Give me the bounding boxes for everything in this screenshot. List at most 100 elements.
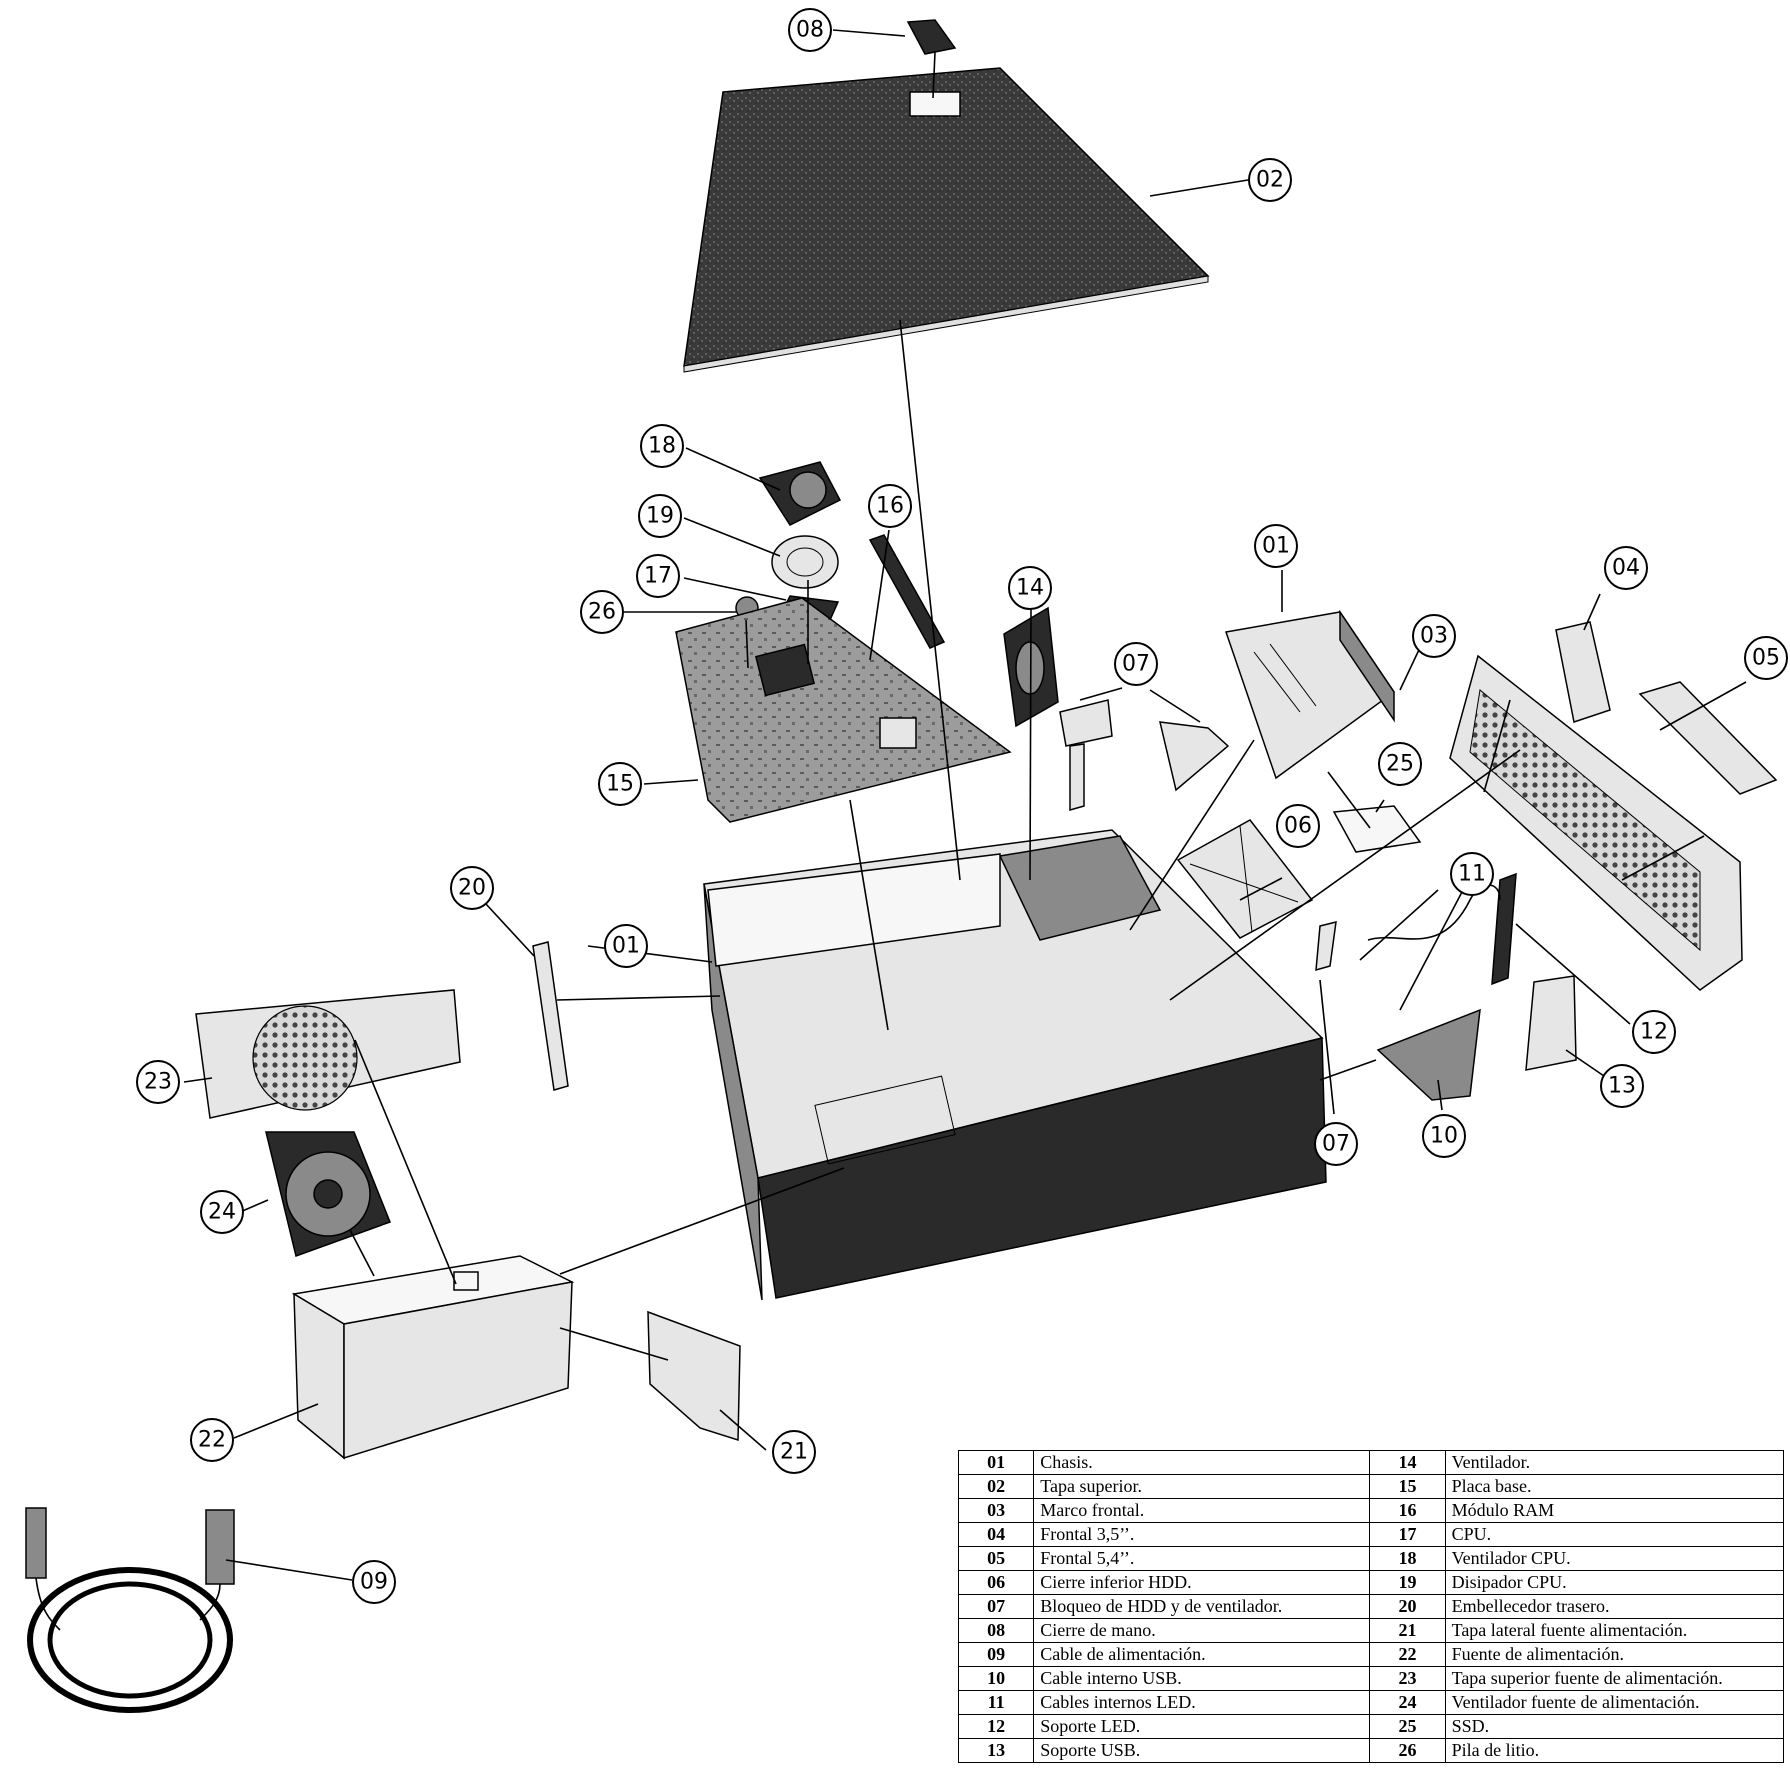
legend-part-number: 12	[957, 1714, 1035, 1739]
front-35-cover-part	[1555, 621, 1611, 723]
legend-part-number: 02	[957, 1474, 1035, 1499]
legend-part-number: 22	[1369, 1642, 1446, 1667]
callout-09: 09	[352, 1560, 396, 1604]
hdd-lower-latch-part	[1176, 819, 1314, 939]
callout-11: 11	[1450, 852, 1494, 896]
power-cable-part	[25, 1507, 235, 1713]
callout-24: 24	[200, 1190, 244, 1234]
usb-bracket-part	[1525, 975, 1577, 1071]
callout-07-bottom: 07	[1314, 1122, 1358, 1166]
legend-part-number: 21	[1369, 1618, 1446, 1643]
legend-part-description: Soporte USB.	[1033, 1738, 1371, 1763]
callout-label: 21	[780, 1440, 808, 1465]
legend-part-description: Cables internos LED.	[1033, 1690, 1371, 1715]
legend-part-description: Tapa lateral fuente alimentación.	[1444, 1618, 1785, 1643]
callout-label: 25	[1386, 752, 1414, 777]
cpu-heatsink-part	[771, 535, 839, 589]
callout-label: 13	[1608, 1074, 1636, 1099]
legend-part-number: 05	[957, 1546, 1035, 1571]
legend-part-number: 13	[957, 1738, 1035, 1763]
legend-part-description: Cierre inferior HDD.	[1033, 1570, 1371, 1595]
callout-04: 04	[1604, 546, 1648, 590]
callout-21: 21	[772, 1430, 816, 1474]
callout-10: 10	[1422, 1114, 1466, 1158]
hdd-fan-lock-part	[1059, 699, 1337, 972]
callout-label: 02	[1256, 168, 1284, 193]
callout-label: 11	[1458, 862, 1486, 887]
callout-label: 26	[588, 600, 616, 625]
legend-part-number: 09	[957, 1642, 1035, 1667]
cpu-fan-part	[758, 461, 842, 526]
legend-part-number: 08	[957, 1618, 1035, 1643]
legend-part-description: SSD.	[1444, 1714, 1785, 1739]
callout-label: 12	[1640, 1020, 1668, 1045]
psu-fan-part	[265, 1131, 391, 1257]
ram-module-part	[868, 534, 946, 649]
legend-part-description: Disipador CPU.	[1444, 1570, 1785, 1595]
legend-part-description: Módulo RAM	[1444, 1498, 1785, 1523]
legend-part-number: 03	[957, 1498, 1035, 1523]
callout-08: 08	[788, 8, 832, 52]
callout-label: 10	[1430, 1124, 1458, 1149]
callout-05: 05	[1744, 636, 1788, 680]
callout-label: 17	[644, 564, 672, 589]
legend-part-number: 06	[957, 1570, 1035, 1595]
callout-label: 01	[612, 934, 640, 959]
legend-part-number: 14	[1369, 1450, 1446, 1475]
callout-01-chassis: 01	[604, 924, 648, 968]
callout-label: 14	[1016, 576, 1044, 601]
legend-part-description: Frontal 3,5’’.	[1033, 1522, 1371, 1547]
leader-lines	[183, 29, 1747, 1581]
legend-part-description: CPU.	[1444, 1522, 1785, 1547]
callout-25: 25	[1378, 742, 1422, 786]
callout-23: 23	[136, 1060, 180, 1104]
callout-label: 01	[1262, 534, 1290, 559]
legend-part-number: 01	[957, 1450, 1035, 1475]
callout-label: 04	[1612, 556, 1640, 581]
motherboard-part	[675, 597, 1012, 823]
callout-label: 18	[648, 434, 676, 459]
legend-part-number: 16	[1369, 1498, 1446, 1523]
legend-part-description: Pila de litio.	[1444, 1738, 1785, 1763]
top-cover-part	[683, 67, 1210, 373]
legend-part-number: 07	[957, 1594, 1035, 1619]
legend-part-number: 23	[1369, 1666, 1446, 1691]
legend-part-number: 26	[1369, 1738, 1446, 1763]
legend-part-number: 24	[1369, 1690, 1446, 1715]
legend-part-description: Placa base.	[1444, 1474, 1785, 1499]
legend-part-number: 25	[1369, 1714, 1446, 1739]
drive-cage-part	[1225, 609, 1396, 780]
legend-part-description: Bloqueo de HDD y de ventilador.	[1033, 1594, 1371, 1619]
callout-label: 08	[796, 18, 824, 43]
legend-part-description: Embellecedor trasero.	[1444, 1594, 1785, 1619]
callout-15: 15	[598, 762, 642, 806]
callout-20: 20	[450, 866, 494, 910]
callout-22: 22	[190, 1418, 234, 1462]
legend-part-description: Frontal 5,4’’.	[1033, 1546, 1371, 1571]
ssd-part	[1332, 805, 1422, 853]
callout-label: 07	[1322, 1132, 1350, 1157]
callout-16: 16	[868, 484, 912, 528]
callout-02: 02	[1248, 158, 1292, 202]
legend-part-number: 19	[1369, 1570, 1446, 1595]
front-bezel-part	[1449, 654, 1743, 991]
chassis-part	[703, 829, 1327, 1301]
legend-part-number: 20	[1369, 1594, 1446, 1619]
legend-part-description: Fuente de alimentación.	[1444, 1642, 1785, 1667]
legend-part-description: Tapa superior.	[1033, 1474, 1371, 1499]
callout-12: 12	[1632, 1010, 1676, 1054]
power-supply-part	[291, 1255, 575, 1460]
callout-label: 16	[876, 494, 904, 519]
callout-label: 05	[1752, 646, 1780, 671]
legend-part-description: Cable interno USB.	[1033, 1666, 1371, 1691]
